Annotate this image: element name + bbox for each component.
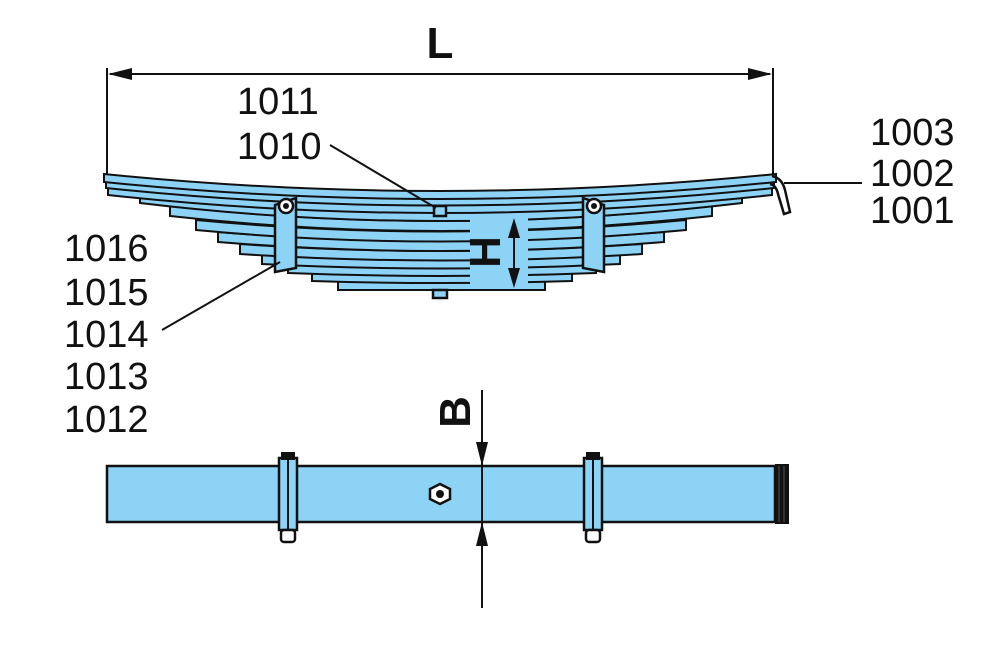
- leader-1010: [329, 144, 437, 209]
- side-view-spring: H: [103, 172, 792, 300]
- width-arrow-bottom: [476, 522, 488, 546]
- height-arrow-bottom: [508, 268, 520, 288]
- labels-left: 1016 1015 1014 1013 1012: [64, 228, 149, 441]
- height-arrow-top: [508, 218, 520, 238]
- top-view-spring: B: [105, 390, 789, 608]
- width-label: B: [431, 396, 480, 428]
- rebound-clip-right: [581, 196, 606, 274]
- label-1001: 1001: [870, 190, 955, 232]
- length-label: L: [427, 19, 454, 68]
- plan-view-end-stack: [775, 464, 789, 524]
- label-1012: 1012: [64, 399, 149, 441]
- plan-clip-left: [277, 452, 299, 544]
- label-1014: 1014: [64, 314, 149, 356]
- plan-clip-right: [582, 452, 604, 544]
- rebound-clip-left: [273, 196, 298, 274]
- height-label: H: [461, 236, 510, 268]
- center-bolt-head: [432, 204, 448, 218]
- length-dimension: L: [106, 19, 774, 180]
- label-1011: 1011: [237, 81, 319, 123]
- label-1013: 1013: [64, 356, 149, 398]
- leaf-1: [103, 172, 777, 200]
- leader-1014: [161, 261, 281, 331]
- label-1010: 1010: [237, 126, 322, 168]
- center-bolt-nut: [431, 288, 449, 300]
- labels-top-left: 1011 1010: [237, 81, 322, 168]
- height-band: [470, 216, 528, 288]
- label-1016: 1016: [64, 228, 149, 270]
- label-1003: 1003: [870, 112, 955, 154]
- labels-right: 1003 1002 1001: [870, 112, 955, 232]
- length-arrow-right: [748, 68, 772, 80]
- label-1015: 1015: [64, 272, 149, 314]
- label-1002: 1002: [870, 153, 955, 195]
- spring-end-hook: [769, 174, 792, 216]
- width-arrow-top: [476, 442, 488, 466]
- length-arrow-left: [108, 68, 132, 80]
